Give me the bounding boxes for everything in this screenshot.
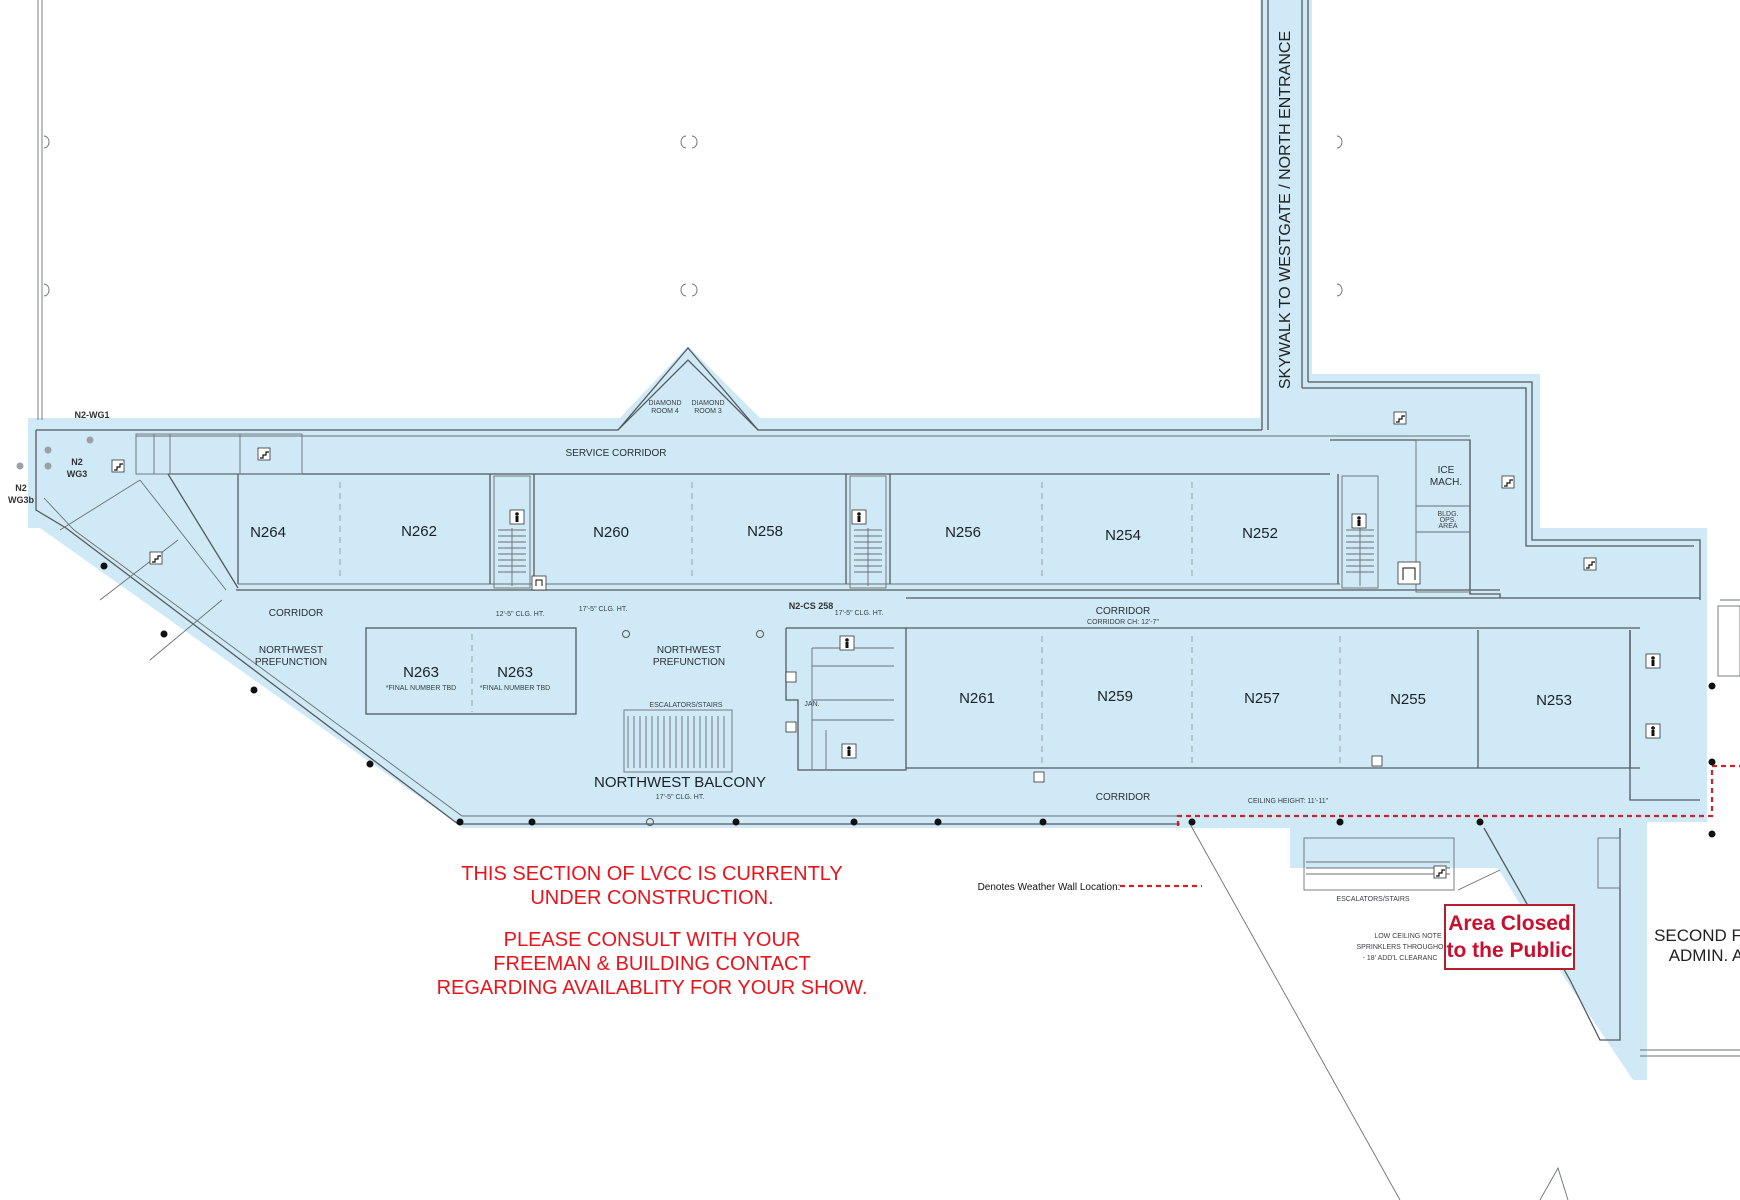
low-ceiling-note-line3: - 18' ADD'L CLEARANC <box>1363 955 1438 962</box>
room-n257: N257 <box>1244 690 1280 707</box>
area-closed-notice: Area Closed to the Public <box>1444 904 1575 970</box>
restroom-icon <box>839 635 855 651</box>
diamond-room-4-line2: ROOM 4 <box>651 408 679 415</box>
skywalk: SKYWALK TO WESTGATE / NORTH ENTRANCE <box>1261 0 1701 600</box>
stair-icon <box>1433 865 1447 879</box>
elevator-icon <box>1397 561 1421 585</box>
room-n260: N260 <box>593 524 629 541</box>
restroom-icon <box>1351 513 1367 529</box>
service-corridor-label: SERVICE CORRIDOR <box>566 448 667 459</box>
bldg-ops-line1: BLDG. <box>1437 511 1458 518</box>
room-n254: N254 <box>1105 527 1141 544</box>
bldg-ops-line3: AREA <box>1438 523 1457 530</box>
ice-machine-line2: MACH. <box>1430 477 1462 488</box>
marker-n2-wg3-line2: WG3 <box>67 469 88 479</box>
fire-extinguisher-icon <box>785 671 1383 783</box>
diamond-room-3-line2: ROOM 3 <box>694 408 722 415</box>
elevator-icon <box>531 575 547 591</box>
ceiling-height-b: 17'-5" CLG. HT. <box>579 606 628 613</box>
map-icons <box>111 411 1661 879</box>
low-ceiling-note-line1: LOW CEILING NOTE <box>1374 933 1442 940</box>
corridor-center-line1: CORRIDOR <box>1096 606 1150 617</box>
room-n263-b: N263 <box>497 664 533 681</box>
restroom-icon <box>841 743 857 759</box>
highlighted-floor-area <box>28 0 1707 1080</box>
ceiling-height-note: CEILING HEIGHT: 11'-11" <box>1248 798 1329 805</box>
construction-notice-line1: THIS SECTION OF LVCC IS CURRENTLY <box>461 863 843 885</box>
room-n252: N252 <box>1242 525 1278 542</box>
stair-icon <box>149 551 163 565</box>
marker-n2-wg3b-line2: WG3b <box>8 495 35 505</box>
corridor-label-west: CORRIDOR <box>269 608 323 619</box>
escalators-label-lower: ESCALATORS/STAIRS <box>1336 896 1409 903</box>
diamond-room-4-line1: DIAMOND <box>648 400 681 407</box>
map-labels: N2-WG1 N2 WG3 N2 WG3b DIAMOND ROOM 4 DIA… <box>8 400 1740 999</box>
prefunction-center-line1: NORTHWEST <box>657 645 721 656</box>
marker-n2-wg3b-line1: N2 <box>15 483 27 493</box>
structural-columns <box>16 436 1716 838</box>
marker-n2-cs-258: N2-CS 258 <box>789 601 834 611</box>
corridor-center-line2: CORRIDOR CH: 12'-7" <box>1087 619 1159 626</box>
prefunction-west-line2: PREFUNCTION <box>255 657 327 668</box>
weather-wall-legend: Denotes Weather Wall Location: <box>978 882 1121 893</box>
restroom-icon <box>851 509 867 525</box>
ceiling-height-c: 17'-5" CLG. HT. <box>835 610 884 617</box>
balcony-name: NORTHWEST BALCONY <box>594 774 766 791</box>
prefunction-west-line1: NORTHWEST <box>259 645 323 656</box>
weather-wall-line <box>1176 764 1740 826</box>
jan-label: JAN. <box>804 701 819 708</box>
escalators-label: ESCALATORS/STAIRS <box>649 702 722 709</box>
prefunction-center-line2: PREFUNCTION <box>653 657 725 668</box>
stair-icon <box>1501 475 1515 489</box>
corridor-label-south: CORRIDOR <box>1096 792 1150 803</box>
room-n255: N255 <box>1390 691 1426 708</box>
room-n263-a: N263 <box>403 664 439 681</box>
second-floor-line2: ADMIN. A <box>1669 946 1740 965</box>
room-n262: N262 <box>401 523 437 540</box>
room-n261: N261 <box>959 690 995 707</box>
stair-icon <box>1393 411 1407 425</box>
construction-notice-line4: FREEMAN & BUILDING CONTACT <box>493 953 810 975</box>
stair-icon <box>1583 557 1597 571</box>
second-floor-line1: SECOND F <box>1654 926 1740 945</box>
ceiling-height-a: 12'-5" CLG. HT. <box>496 611 545 618</box>
marker-n2-wg1: N2-WG1 <box>74 410 109 420</box>
stair-icon <box>257 447 271 461</box>
room-n263-b-note: *FINAL NUMBER TBD <box>480 685 550 692</box>
construction-notice-line5: REGARDING AVAILABLITY FOR YOUR SHOW. <box>437 977 868 999</box>
balcony-height: 17'-5" CLG. HT. <box>656 794 705 801</box>
area-closed-line2: to the Public <box>1446 939 1573 962</box>
room-n263-a-note: *FINAL NUMBER TBD <box>386 685 456 692</box>
room-n258: N258 <box>747 523 783 540</box>
construction-notice-line2: UNDER CONSTRUCTION. <box>530 887 773 909</box>
diamond-room-3-line1: DIAMOND <box>691 400 724 407</box>
ice-machine-line1: ICE <box>1438 465 1455 476</box>
area-closed-line1: Area Closed <box>1448 912 1571 935</box>
restroom-icon <box>509 509 525 525</box>
skywalk-label: SKYWALK TO WESTGATE / NORTH ENTRANCE <box>1277 31 1294 389</box>
construction-notice-line3: PLEASE CONSULT WITH YOUR <box>504 929 801 951</box>
room-n253: N253 <box>1536 692 1572 709</box>
restroom-icon <box>1645 653 1661 669</box>
low-ceiling-note-line2: SPRINKLERS THROUGHO <box>1357 944 1445 951</box>
upper-hall-outline <box>37 0 1343 420</box>
restroom-icon <box>1645 723 1661 739</box>
marker-n2-wg3-line1: N2 <box>71 457 83 467</box>
room-n256: N256 <box>945 524 981 541</box>
room-n259: N259 <box>1097 688 1133 705</box>
stair-icon <box>111 459 125 473</box>
room-n264: N264 <box>250 524 286 541</box>
bldg-ops-line2: OPS. <box>1440 517 1457 524</box>
